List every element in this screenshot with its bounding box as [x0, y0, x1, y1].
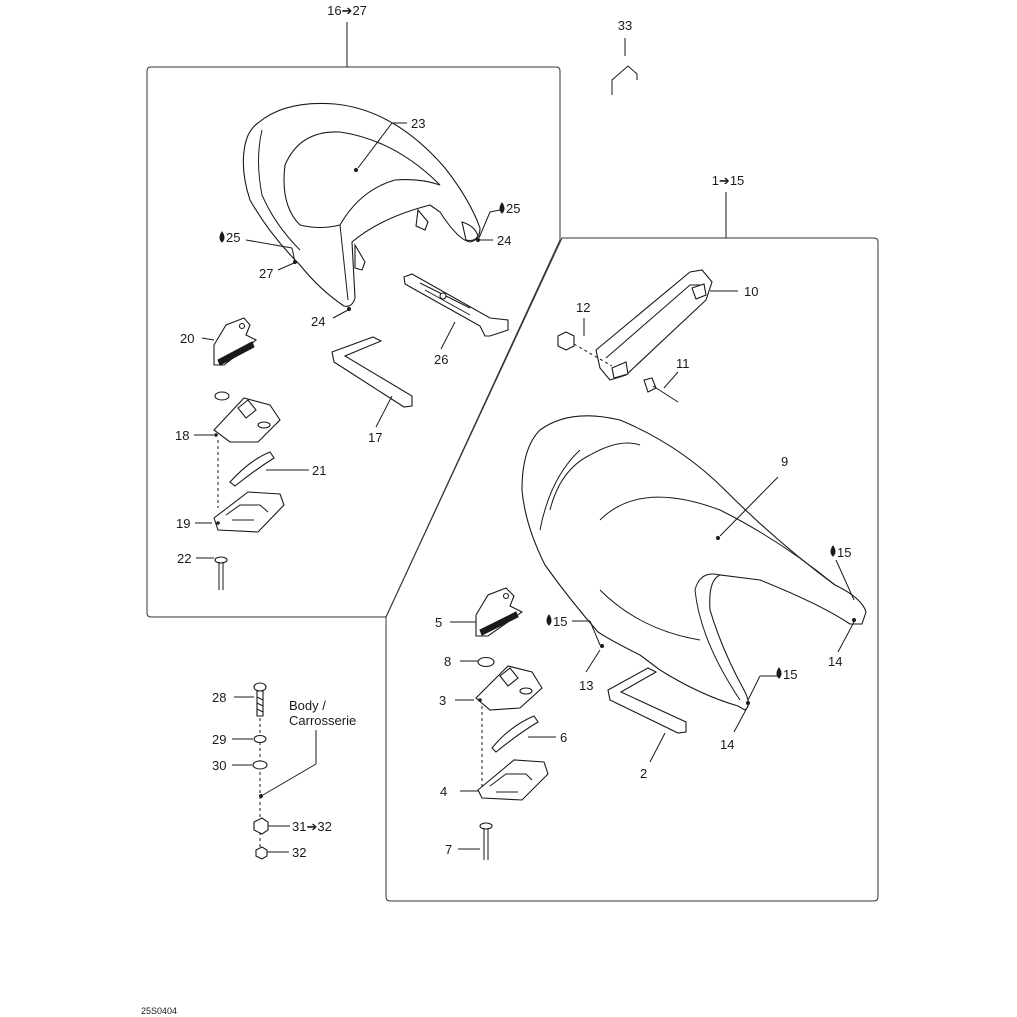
lower-group-label: 1➔15 [712, 173, 745, 188]
nut-32-part [255, 846, 268, 860]
adhesive-qty-25-right: 25 [506, 201, 520, 216]
adhesive-ref-25-right: 25 [478, 201, 520, 239]
callout-5: 5 [435, 615, 442, 630]
washer-30-part [252, 760, 268, 770]
screw-11-part [643, 377, 679, 403]
body-label-line1: Body / [289, 698, 326, 713]
callout-4: 4 [440, 784, 447, 799]
adhesive-drop-icon [499, 202, 505, 214]
callout-6: 6 [560, 730, 567, 745]
body-label-line2: Carrosserie [289, 713, 356, 728]
base-4-part [477, 759, 549, 801]
callout-10: 10 [744, 284, 758, 299]
base-19-part [213, 491, 285, 533]
passenger-seat-part [242, 102, 481, 311]
cable-21-part [229, 451, 275, 487]
upper-seat-frame [146, 22, 561, 618]
callout-17: 17 [368, 430, 382, 445]
callout-32: 32 [292, 845, 306, 860]
callout-24-upper-left: 24 [311, 314, 325, 329]
callout-21: 21 [312, 463, 326, 478]
callout-24-upper-right: 24 [497, 233, 511, 248]
adhesive-qty-15-right: 15 [837, 545, 851, 560]
hex-key-2-part [607, 667, 687, 734]
callout-11: 11 [676, 356, 690, 371]
washer-upper [214, 391, 230, 401]
adhesive-qty-15-lower: 15 [783, 667, 797, 682]
callout-3: 3 [439, 693, 446, 708]
hex-key-17-part [331, 336, 413, 408]
callout-12: 12 [576, 300, 590, 315]
callout-23: 23 [411, 116, 425, 131]
callout-18: 18 [175, 428, 189, 443]
callout-14-right: 14 [828, 654, 842, 669]
grab-handle-10-part [595, 269, 713, 381]
callout-27: 27 [259, 266, 273, 281]
clip-33-shape [611, 65, 638, 95]
adhesive-drop-icon [219, 231, 225, 243]
callout-7: 7 [445, 842, 452, 857]
receptacle-3-part [475, 665, 543, 711]
callout-31-to-32: 31➔32 [292, 819, 332, 834]
callout-29: 29 [212, 732, 226, 747]
washer-29-part [253, 734, 267, 744]
callout-28: 28 [212, 690, 226, 705]
adhesive-ref-15-lower: 15 [747, 667, 797, 701]
rivet-7-part [479, 822, 493, 860]
adhesive-drop-icon [830, 545, 836, 557]
adhesive-drop-icon [776, 667, 782, 679]
driver-seat-9-part [521, 415, 867, 711]
hardware-group-label: 33 [618, 18, 632, 33]
callout-22: 22 [177, 551, 191, 566]
upper-group-label: 16➔27 [327, 3, 367, 18]
callout-2: 2 [640, 766, 647, 781]
washer-8-part [477, 656, 495, 668]
rivet-22-part [214, 556, 228, 590]
adhesive-qty-25-left: 25 [226, 230, 240, 245]
callout-30: 30 [212, 758, 226, 773]
callout-20: 20 [180, 331, 194, 346]
drawing-code: 25S0404 [141, 1006, 177, 1016]
latch-20-part [213, 317, 258, 366]
adhesive-qty-15-middle: 15 [553, 614, 567, 629]
cable-6-part [491, 715, 539, 753]
adhesive-ref-15-right: 15 [830, 545, 855, 601]
nut-12-part [557, 331, 575, 351]
tool-26-part [403, 273, 509, 337]
adhesive-ref-25-left: 25 [219, 230, 296, 263]
receptacle-18-part [213, 397, 281, 443]
callout-9: 9 [781, 454, 788, 469]
callout-8: 8 [444, 654, 451, 669]
lower-seat-frame [385, 192, 879, 902]
callout-13: 13 [579, 678, 593, 693]
latch-5-part [475, 587, 524, 637]
adhesive-drop-icon [546, 614, 552, 626]
bolt-28-part [253, 682, 267, 717]
adhesive-ref-15-middle: 15 [546, 614, 601, 646]
callout-19: 19 [176, 516, 190, 531]
callout-14-lower: 14 [720, 737, 734, 752]
nut-31-part [253, 817, 269, 835]
callout-26: 26 [434, 352, 448, 367]
